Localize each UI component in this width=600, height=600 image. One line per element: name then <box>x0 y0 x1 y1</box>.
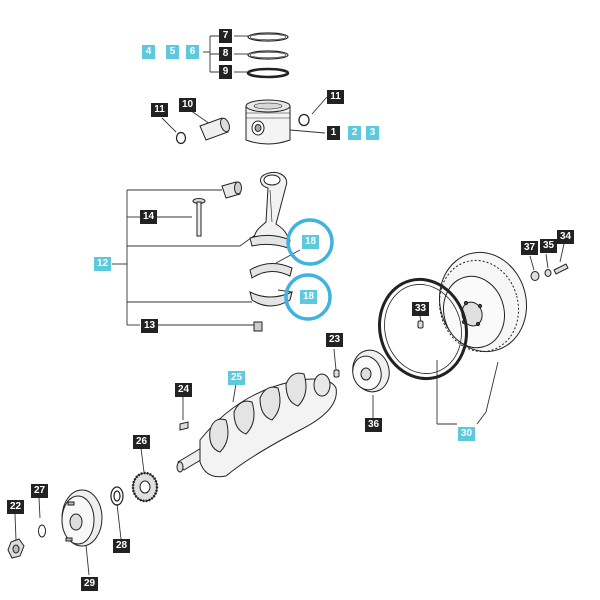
flywheel <box>438 251 528 353</box>
callout-24: 24 <box>175 383 192 397</box>
callout-9: 9 <box>219 65 232 79</box>
callout-8: 8 <box>219 47 232 61</box>
callout-34: 34 <box>557 230 574 244</box>
callout-11-left: 11 <box>151 103 168 117</box>
bearing-shells <box>249 234 293 332</box>
callout-26: 26 <box>133 435 150 449</box>
ring-gear <box>377 277 469 381</box>
callout-22: 22 <box>7 500 24 514</box>
nut-and-washer <box>7 524 46 559</box>
callout-36: 36 <box>365 418 382 432</box>
callout-37: 37 <box>521 241 538 255</box>
callout-12: 12 <box>94 257 111 271</box>
callout-33: 33 <box>412 302 429 316</box>
callout-5: 5 <box>166 45 179 59</box>
callout-30: 30 <box>458 427 475 441</box>
callout-28: 28 <box>113 539 130 553</box>
callout-6: 6 <box>186 45 199 59</box>
callout-25: 25 <box>228 371 245 385</box>
callout-27: 27 <box>31 484 48 498</box>
leader-lines <box>14 35 565 576</box>
callout-14: 14 <box>140 210 157 224</box>
callout-4: 4 <box>142 45 155 59</box>
callout-2: 2 <box>348 126 361 140</box>
callout-35: 35 <box>540 239 557 253</box>
circlips <box>175 113 310 145</box>
piston <box>245 99 291 145</box>
callout-10: 10 <box>179 98 196 112</box>
callout-23: 23 <box>326 333 343 347</box>
callout-18-lower: 18 <box>300 290 317 304</box>
callout-29: 29 <box>81 577 98 591</box>
callout-18-upper: 18 <box>302 235 319 249</box>
piston-rings <box>246 32 290 79</box>
crankshaft-gear <box>333 349 390 393</box>
callout-1: 1 <box>327 126 340 140</box>
callout-7: 7 <box>219 29 232 43</box>
crankshaft <box>176 372 337 478</box>
callout-13: 13 <box>141 319 158 333</box>
callout-3: 3 <box>366 126 379 140</box>
highlight-rings <box>284 218 334 321</box>
small-fasteners <box>417 263 569 329</box>
timing-gear <box>131 471 159 503</box>
callout-11-right: 11 <box>327 90 344 104</box>
washer <box>110 486 124 506</box>
wrist-pin <box>199 117 230 141</box>
crank-pulley <box>61 489 103 547</box>
connecting-rod <box>192 171 289 247</box>
